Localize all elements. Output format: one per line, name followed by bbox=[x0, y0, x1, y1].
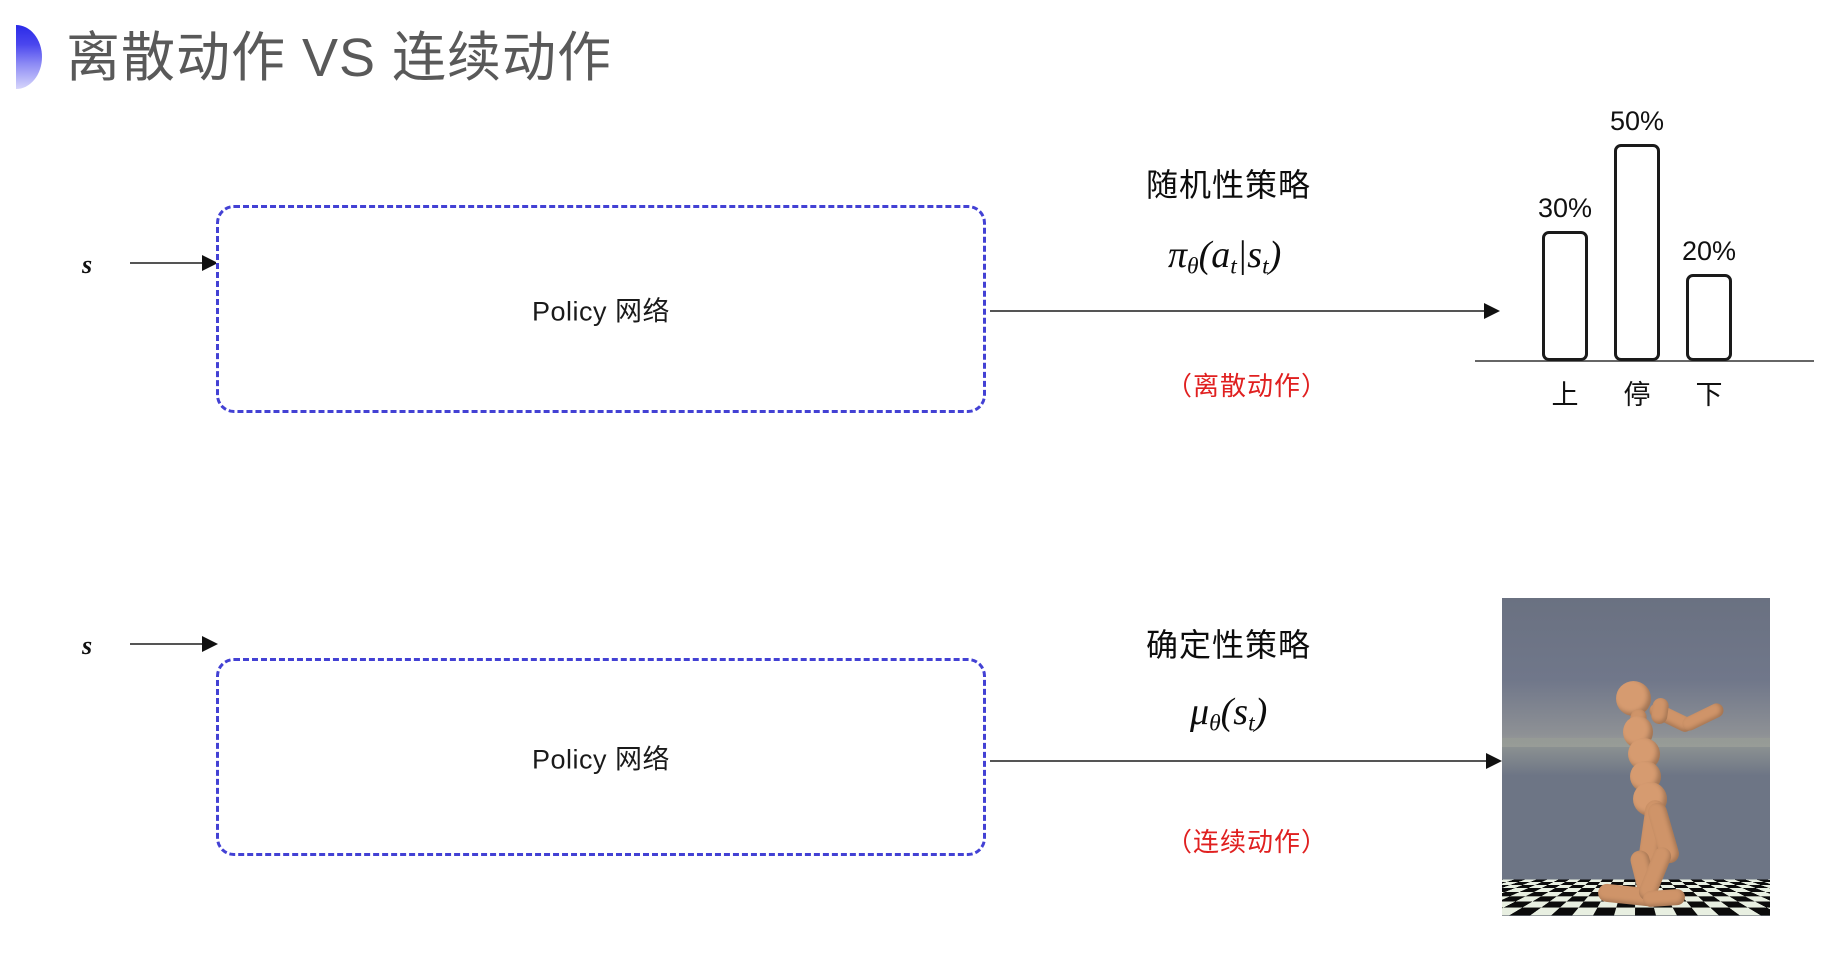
bar-down[interactable] bbox=[1686, 274, 1732, 361]
formula-mu: μ bbox=[1190, 691, 1210, 733]
arrow-head bbox=[202, 255, 218, 271]
arrow-shaft bbox=[990, 310, 1486, 312]
formula-close: ) bbox=[1268, 234, 1282, 276]
formula-t2: t bbox=[1262, 253, 1269, 280]
formula-given-s: |s bbox=[1236, 234, 1263, 276]
arrow-shaft bbox=[130, 643, 204, 645]
bar-chart-discrete-actions: 30% 上 50% 停 20% 下 bbox=[1466, 96, 1814, 426]
arrow-head bbox=[1486, 753, 1502, 769]
action-type-continuous: （连续动作） bbox=[1166, 827, 1329, 857]
arrow-state-to-policy-discrete bbox=[130, 253, 218, 273]
policy-name-stochastic: 随机性策略 bbox=[1146, 167, 1312, 203]
policy-network-box-discrete[interactable]: Policy 网络 bbox=[216, 205, 986, 413]
bar-up[interactable] bbox=[1542, 231, 1588, 361]
arrow-state-to-policy-continuous bbox=[130, 634, 218, 654]
policy-name-deterministic: 确定性策略 bbox=[1146, 627, 1312, 663]
bar-value-stop: 50% bbox=[1609, 106, 1665, 136]
formula-pi: π bbox=[1168, 234, 1188, 276]
formula-t1: t bbox=[1248, 710, 1255, 737]
policy-network-label: Policy 网络 bbox=[531, 296, 671, 327]
arrow-policy-to-output-discrete bbox=[990, 301, 1500, 321]
formula-stochastic-policy: πθ(at|st) bbox=[1168, 233, 1281, 281]
formula-theta: θ bbox=[1187, 253, 1199, 280]
state-label-discrete: s bbox=[82, 250, 93, 279]
humanoid-foot-right bbox=[1642, 888, 1686, 908]
bar-value-up: 30% bbox=[1537, 193, 1593, 223]
bar-tick-stop: 停 bbox=[1623, 380, 1651, 410]
formula-open-arg: (s bbox=[1220, 691, 1249, 733]
action-type-discrete: （离散动作） bbox=[1166, 371, 1329, 401]
formula-deterministic-policy: μθ(st) bbox=[1190, 690, 1267, 738]
arrow-shaft bbox=[130, 262, 204, 264]
formula-theta: θ bbox=[1209, 710, 1221, 737]
state-label-continuous: s bbox=[82, 631, 93, 660]
bar-stop[interactable] bbox=[1614, 144, 1660, 361]
bar-tick-up: 上 bbox=[1551, 380, 1579, 410]
arrow-head bbox=[1484, 303, 1500, 319]
formula-close: ) bbox=[1254, 691, 1268, 733]
arrow-policy-to-output-continuous bbox=[990, 751, 1502, 771]
policy-network-label: Policy 网络 bbox=[531, 744, 671, 775]
formula-t1: t bbox=[1230, 253, 1237, 280]
bar-value-down: 20% bbox=[1681, 236, 1737, 266]
formula-open-arg: (a bbox=[1198, 234, 1231, 276]
chart-baseline-axis bbox=[1475, 360, 1814, 362]
bar-tick-down: 下 bbox=[1695, 380, 1723, 410]
humanoid-simulation-image bbox=[1502, 598, 1770, 916]
page-title: 离散动作 VS 连续动作 bbox=[66, 28, 613, 88]
policy-network-box-continuous[interactable]: Policy 网络 bbox=[216, 658, 986, 856]
arrow-shaft bbox=[990, 760, 1488, 762]
arrow-head bbox=[202, 636, 218, 652]
half-circle-bullet-icon bbox=[16, 25, 42, 89]
